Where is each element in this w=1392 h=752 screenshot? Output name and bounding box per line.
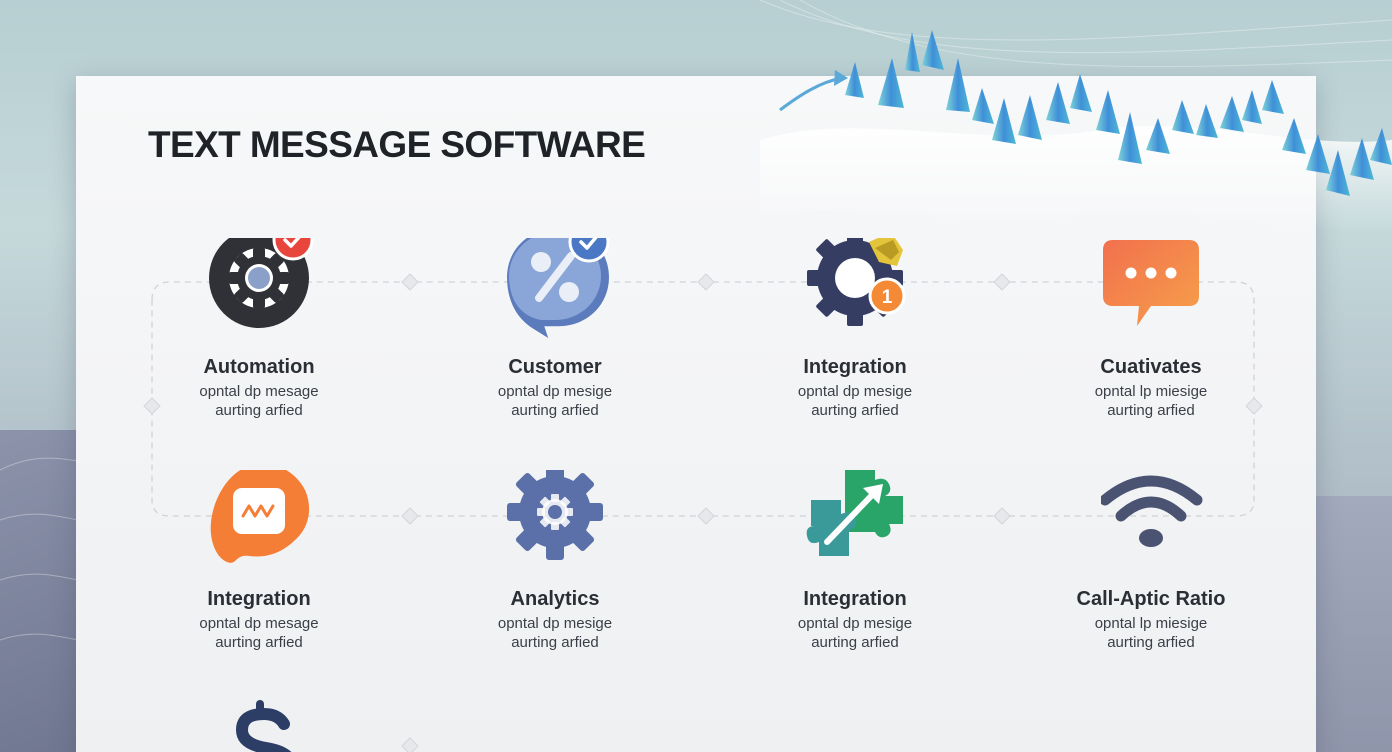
gear-badge-icon: 1 — [805, 238, 915, 348]
feature-name: Customer — [508, 356, 602, 378]
feature-description: opntal dp mesige aurting arfied — [405, 382, 705, 420]
feature-description-line: opntal dp mesige — [797, 383, 913, 400]
feature-description-line: opntal dp mesage — [199, 383, 319, 400]
feature-description-line: opntal lp miesige — [1094, 615, 1208, 632]
feature-description: opntal dp mesige aurting arfied — [405, 614, 705, 652]
dollar-icon — [226, 700, 306, 752]
wifi-icon — [1101, 470, 1211, 580]
feature-description-line: aurting arfied — [215, 634, 303, 651]
puzzle-arrow-icon — [805, 470, 915, 580]
feature-name: Cuativates — [1100, 356, 1202, 378]
gear-icon — [505, 470, 615, 580]
feature-description-line: aurting arfied — [511, 634, 599, 651]
page-title: TEXT MESSAGE SOFTWARE — [148, 124, 646, 165]
feature-description: opntal lp miesige aurting arfied — [1001, 382, 1301, 420]
feature-description: opntal dp mesige aurting arfied — [705, 614, 1005, 652]
feature-description-line: opntal dp mesige — [497, 615, 613, 632]
feature-name: Automation — [203, 356, 315, 378]
feature-description-line: aurting arfied — [215, 402, 303, 419]
feature-description-line: aurting arfied — [1107, 634, 1195, 651]
feature-name: Integration — [207, 588, 311, 610]
feature-description: opntal lp miesige aurting arfied — [1001, 614, 1301, 652]
feature-name: Integration — [803, 356, 907, 378]
feature-description: opntal dp mesage aurting arfied — [109, 382, 409, 420]
feature-description-line: aurting arfied — [1107, 402, 1195, 419]
feature-description: opntal dp mesage aurting arfied — [109, 614, 409, 652]
svg-text:1: 1 — [882, 287, 893, 308]
feature-description-line: aurting arfied — [811, 402, 899, 419]
percent-chat-icon — [505, 238, 615, 348]
feature-description-line: aurting arfied — [511, 402, 599, 419]
feature-name: Call-Aptic Ratio — [1076, 588, 1226, 610]
background-right-panel — [1302, 496, 1392, 752]
gear-check-icon — [209, 238, 319, 348]
chat-bubble-icon — [1101, 238, 1211, 348]
feature-name: Integration — [803, 588, 907, 610]
feature-description-line: opntal lp miesige — [1094, 383, 1208, 400]
feature-description-line: opntal dp mesige — [797, 615, 913, 632]
feature-description-line: opntal dp mesage — [199, 615, 319, 632]
feature-name: Analytics — [510, 588, 600, 610]
feature-description-line: opntal dp mesige — [497, 383, 613, 400]
feature-description: opntal dp mesige aurting arfied — [705, 382, 1005, 420]
feature-description-line: aurting arfied — [811, 634, 899, 651]
code-blob-icon — [209, 470, 319, 580]
